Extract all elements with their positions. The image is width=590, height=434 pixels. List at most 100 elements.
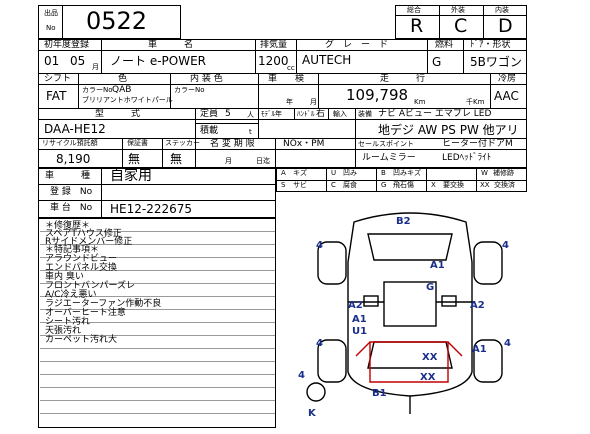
note-line xyxy=(40,283,275,284)
equipment-line1: ナビ Aビュー エマブレ LED xyxy=(378,109,492,119)
color-no-label: カラーNo xyxy=(82,86,113,94)
divider xyxy=(170,73,171,108)
recycle-value: 8,190 xyxy=(56,152,91,166)
legend-code: W xyxy=(481,169,488,177)
lot-number: 0522 xyxy=(86,7,148,35)
mark-tire-tl: 4 xyxy=(316,240,323,251)
tire-rear-left xyxy=(317,339,347,383)
divider xyxy=(62,5,63,39)
notes-box xyxy=(38,218,276,428)
note-item: A/C冷え悪い xyxy=(45,290,97,300)
inspection-month-unit: 月 xyxy=(310,98,317,106)
legend-code: G xyxy=(381,181,387,189)
recycle-label: リサイクル預託額 xyxy=(42,139,98,147)
aircon-header: 冷房 xyxy=(498,74,517,84)
divider xyxy=(195,123,258,124)
exterior-grade: C xyxy=(454,15,468,37)
highlight xyxy=(355,341,463,383)
note-line xyxy=(40,387,275,388)
sales-point-2: LEDﾍｯﾄﾞﾗｲﾄ xyxy=(442,153,492,163)
mirror-left xyxy=(363,295,379,307)
divider xyxy=(38,200,276,201)
note-item: フロントバンパーズレ xyxy=(45,281,136,291)
note-item: エンドパネル交換 xyxy=(45,263,118,273)
type-header: 型 式 xyxy=(95,109,141,119)
grade-header: グ レ ー ド xyxy=(325,40,389,50)
note-item: Rサイドメンバー修正 xyxy=(45,237,133,247)
usage-label: 車 種 xyxy=(45,171,91,181)
legend-code: X xyxy=(431,181,436,189)
divider xyxy=(326,168,327,192)
divider xyxy=(376,168,377,192)
load-unit: t xyxy=(249,128,252,136)
damage-diagram: B2 A1 G A2 A2 A1 U1 A1 XX XX B1 K 4 4 4 … xyxy=(298,212,511,419)
windshield xyxy=(367,233,453,261)
interior-color-header: 内 装 色 xyxy=(190,74,223,84)
divider xyxy=(427,39,428,73)
divider xyxy=(426,168,427,192)
legend-text: 腐食 xyxy=(343,181,357,189)
legend-code: U xyxy=(331,169,337,177)
mirror-right xyxy=(441,295,457,307)
spec-grid xyxy=(38,39,527,168)
spare-tire xyxy=(306,382,326,402)
note-line xyxy=(40,322,275,323)
displacement-header: 排気量 xyxy=(260,40,288,50)
mark-b2: B2 xyxy=(396,216,411,227)
mark-a1-roof: A1 xyxy=(430,260,445,271)
note-item: 車内 臭い xyxy=(45,272,84,282)
note-line xyxy=(40,231,275,232)
handle-label: ﾊﾝﾄﾞﾙ xyxy=(297,110,315,118)
divider xyxy=(38,84,527,85)
legend-text: 交換済 xyxy=(494,181,515,189)
legend-text: 要交換 xyxy=(443,181,464,189)
model-header: 車 名 xyxy=(148,40,194,50)
divider xyxy=(355,138,356,168)
divider xyxy=(195,138,196,168)
divider xyxy=(38,119,527,120)
overall-grade-label: 総合 xyxy=(407,6,421,14)
divider xyxy=(258,73,259,108)
divider xyxy=(38,73,527,74)
displacement-value: 1200 xyxy=(258,54,289,68)
nox-label: NOx・PM xyxy=(283,139,325,149)
car-body xyxy=(347,212,473,397)
first-reg-month: 05 xyxy=(70,54,86,68)
grade-value: AUTECH xyxy=(302,53,352,67)
mark-g: G xyxy=(426,282,434,293)
highlight-line xyxy=(447,341,463,357)
interior-grade: D xyxy=(498,15,513,37)
divider xyxy=(162,138,163,168)
type-value: DAA-HE12 xyxy=(44,122,106,136)
divider xyxy=(318,73,319,108)
color-name: ブリリアントホワイトパール xyxy=(82,96,173,104)
chassis-label: 車 台 No xyxy=(50,203,93,213)
note-line xyxy=(40,374,275,375)
note-item: シート汚れ xyxy=(45,317,91,327)
sales-point-1: ヒーター付ドアM xyxy=(442,139,513,149)
door-shape-value: 5Bワゴン xyxy=(470,55,522,69)
divider xyxy=(101,168,102,218)
roof xyxy=(383,281,437,327)
divider xyxy=(275,138,276,168)
legend-code: C xyxy=(331,181,336,189)
legend-code: B xyxy=(381,169,386,177)
equip-label: 装備 xyxy=(358,110,372,118)
aircon-value: AAC xyxy=(494,89,519,103)
note-item: ラジエーターファン作動不良 xyxy=(45,299,162,309)
lot-label-bottom: No xyxy=(46,24,56,32)
divider xyxy=(328,108,329,119)
divider xyxy=(395,15,527,16)
chassis-value: HE12-222675 xyxy=(110,202,193,216)
note-line xyxy=(40,335,275,336)
divider xyxy=(276,180,527,181)
warranty-value: 無 xyxy=(128,152,141,166)
interior-grade-label: 内装 xyxy=(495,6,509,14)
color-header: 色 xyxy=(118,74,128,84)
expiry-day-unit: 日迄 xyxy=(256,157,270,165)
note-item: オーバーヒート注意 xyxy=(45,308,126,318)
reg-label: 登 録 No xyxy=(50,187,93,197)
tire-rear-right xyxy=(473,339,503,383)
note-line xyxy=(40,257,275,258)
